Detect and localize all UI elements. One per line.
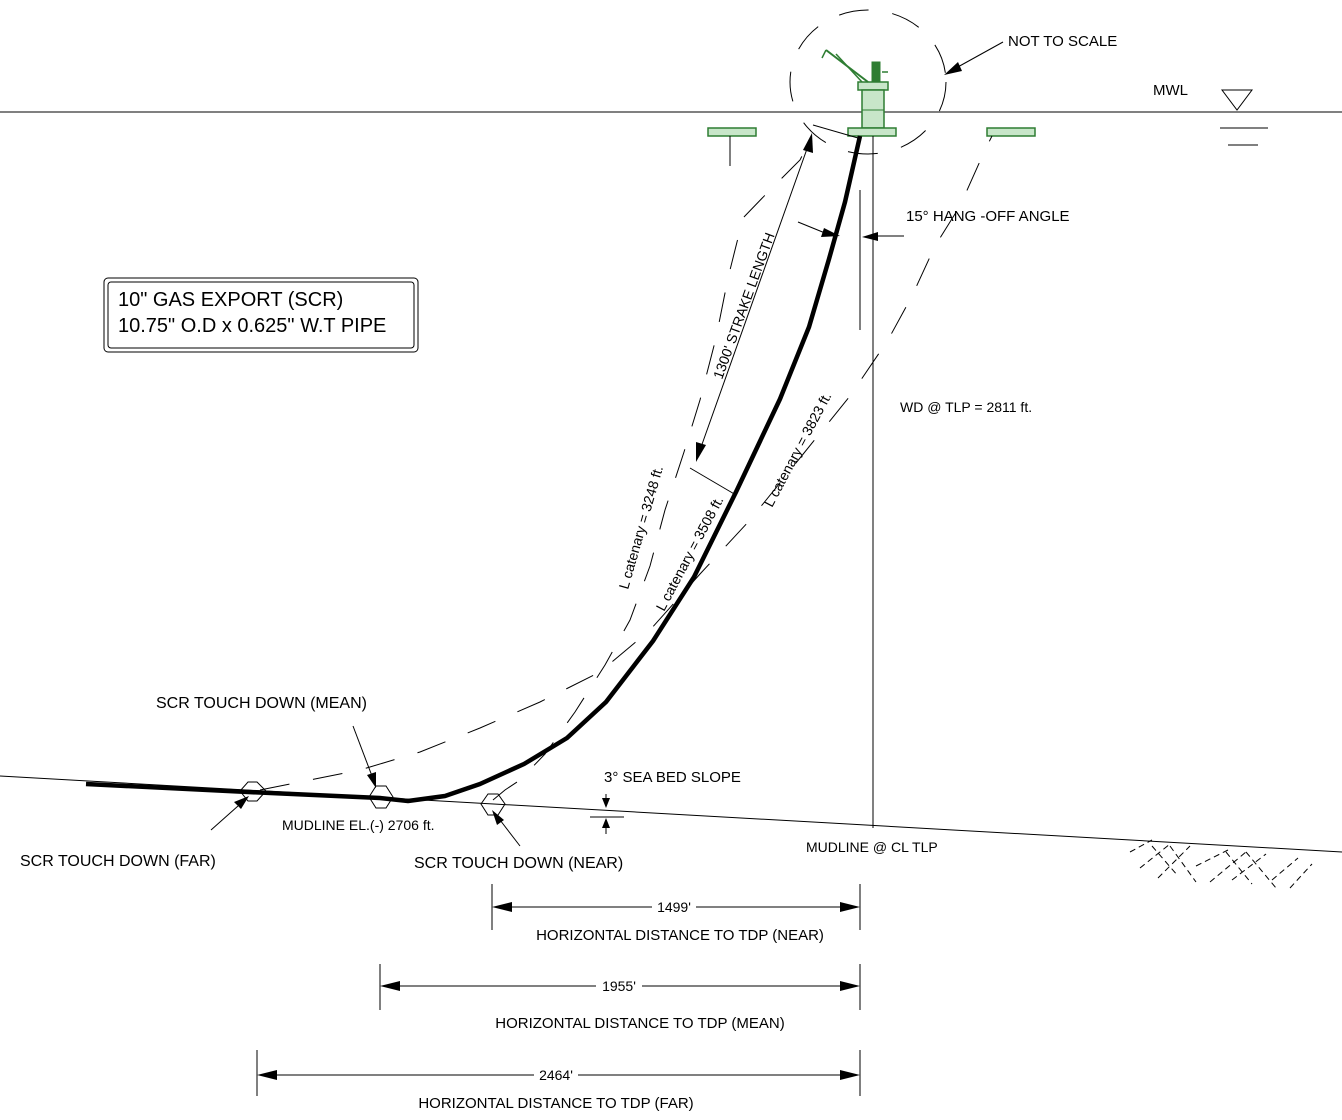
dimension-mean-label: HORIZONTAL DISTANCE TO TDP (MEAN): [495, 1015, 784, 1032]
catenary-far-label: L catenary = 3823 ft.: [761, 389, 835, 509]
strake-dimension: [689, 124, 859, 496]
mudline-cl-label: MUDLINE @ CL TLP: [806, 839, 938, 855]
dimension-near-value: 1499': [657, 899, 691, 915]
touchdown-far-label: SCR TOUCH DOWN (FAR): [20, 853, 216, 870]
detail-circle: [789, 9, 947, 155]
tlp-platform: [821, 49, 897, 137]
touchdown-mean-leader: [352, 725, 376, 788]
touchdown-near-label: SCR TOUCH DOWN (NEAR): [414, 855, 623, 872]
seabed-hatch: [1129, 839, 1313, 889]
touchdown-far-leader: [210, 796, 249, 831]
water-depth-label: WD @ TLP = 2811 ft.: [900, 399, 1032, 415]
riser-pipe: [85, 135, 863, 804]
not-to-scale-leader: [944, 41, 1004, 75]
strake-length-label: 1300' STRAKE LENGTH: [710, 230, 778, 381]
dimension-mean: [379, 964, 861, 1010]
not-to-scale-label: NOT TO SCALE: [1008, 33, 1117, 50]
seabed-line: [0, 775, 1342, 853]
title-box: [103, 277, 419, 353]
dimension-far-label: HORIZONTAL DISTANCE TO TDP (FAR): [418, 1095, 693, 1112]
catenary-mean-label: L catenary = 3508 ft.: [653, 493, 727, 613]
mudline-elevation-label: MUDLINE EL.(-) 2706 ft.: [282, 817, 435, 833]
mwl-label: MWL: [1153, 82, 1188, 99]
catenary-near: [492, 135, 813, 801]
touchdown-near-leader: [492, 810, 521, 847]
hang-off-label: 15° HANG -OFF ANGLE: [906, 208, 1070, 225]
catenary-far: [259, 135, 993, 791]
title-line-1: 10" GAS EXPORT (SCR): [118, 289, 343, 311]
seabed-slope-arrows: [590, 794, 624, 834]
dimension-near-label: HORIZONTAL DISTANCE TO TDP (NEAR): [536, 927, 824, 944]
mwl-symbol: [1212, 89, 1276, 146]
catenary-near-label: L catenary = 3248 ft.: [616, 464, 667, 591]
dimension-far-value: 2464': [539, 1067, 573, 1083]
hang-off-arrows: [797, 221, 904, 241]
dimension-mean-value: 1955': [602, 978, 636, 994]
dimension-far: [256, 1050, 861, 1096]
touchdown-mean-label: SCR TOUCH DOWN (MEAN): [156, 695, 367, 712]
pontoon-left: [707, 127, 757, 166]
touchdown-far-marker: [239, 781, 267, 802]
pontoon-right: [986, 127, 1036, 137]
title-line-2: 10.75" O.D x 0.625" W.T PIPE: [118, 315, 386, 337]
seabed-slope-label: 3° SEA BED SLOPE: [604, 769, 741, 786]
touchdown-mean-marker: [368, 785, 394, 809]
dimension-near: [491, 884, 861, 930]
